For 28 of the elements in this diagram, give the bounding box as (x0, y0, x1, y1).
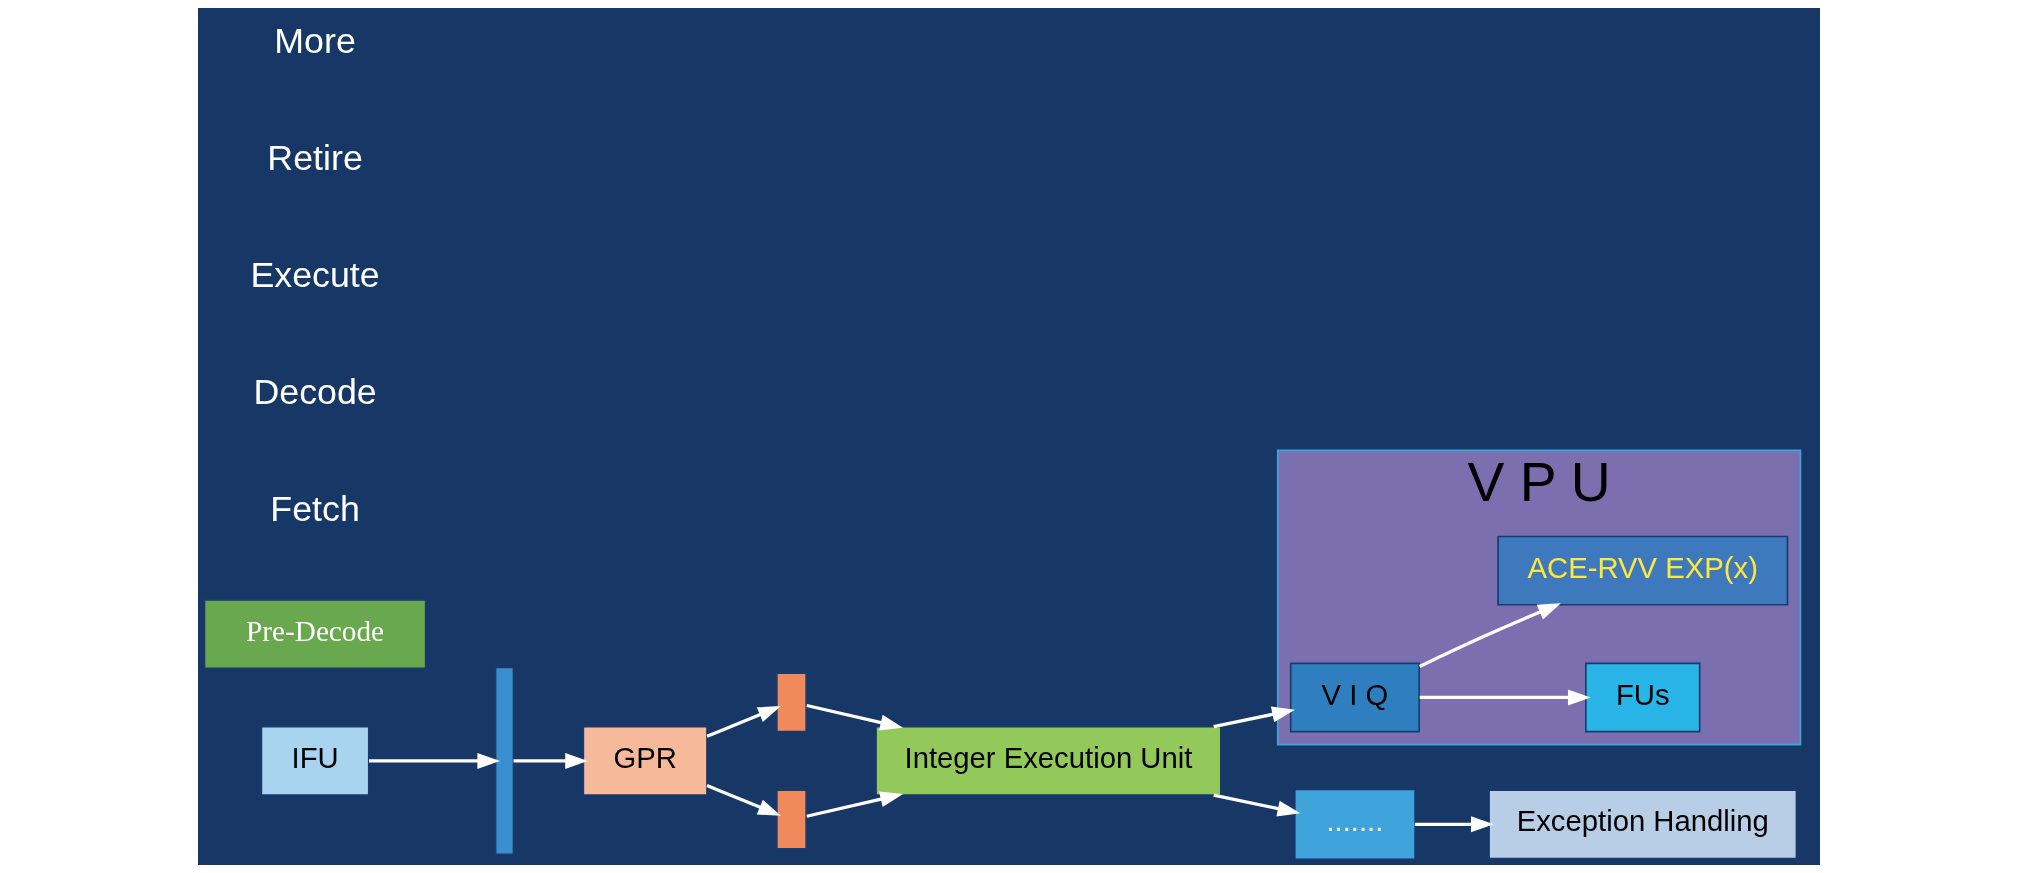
label: Decode (252, 372, 377, 413)
label: Execute (249, 255, 380, 296)
node-box: FUs (1584, 662, 1700, 733)
node-box: Exception Handling (1487, 789, 1797, 860)
arrow (1414, 816, 1494, 833)
arrow (705, 784, 781, 816)
arrow (1212, 706, 1295, 729)
arrow (805, 703, 903, 731)
label: Retire (266, 137, 363, 178)
node-box: Integer Execution Unit (874, 725, 1222, 796)
node-box (775, 789, 807, 850)
label: More (273, 20, 356, 61)
node-box: Pre-Decode (203, 599, 426, 670)
node-box: IFU (260, 725, 370, 796)
label: Fetch (269, 489, 360, 530)
arrow (1419, 689, 1591, 706)
arrow (513, 752, 588, 769)
arrow (1212, 793, 1300, 817)
arrow (705, 706, 781, 738)
node-box: GPR (582, 725, 708, 796)
node-bar (494, 666, 514, 856)
arrow (368, 752, 500, 769)
node-box: ....... (1295, 790, 1414, 859)
node-box: ACE-RVV EXP(x) (1496, 535, 1788, 606)
node-box: V I Q (1289, 662, 1420, 733)
arrow (1418, 603, 1561, 668)
node-box (775, 672, 807, 733)
arrow (805, 791, 903, 818)
